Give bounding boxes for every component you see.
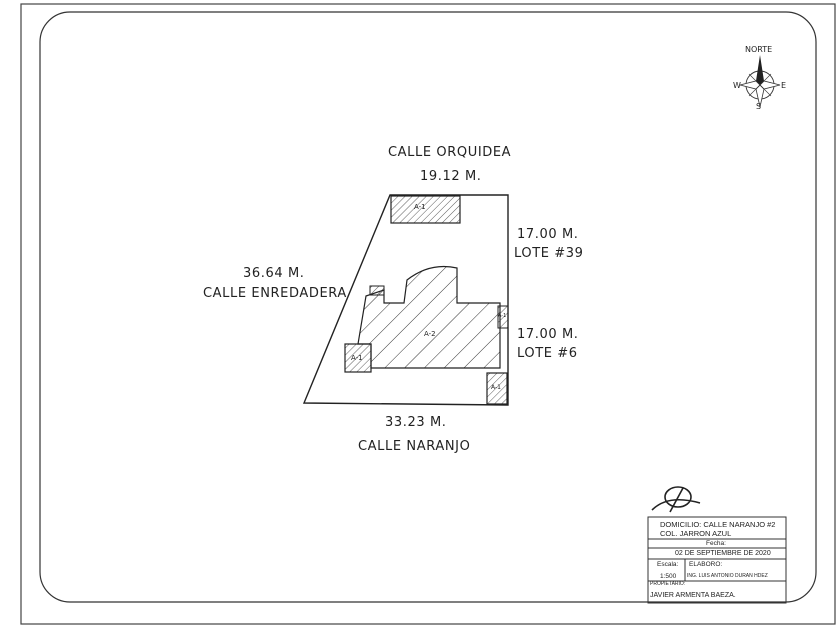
- area-a1-left-label: A-1: [351, 354, 363, 362]
- dimension-top-label: 19.12 M.: [420, 169, 482, 184]
- compass-north-label: NORTE: [745, 45, 773, 54]
- compass-rose-icon: [739, 55, 781, 108]
- title-block: [647, 516, 787, 604]
- neighbor-lower-label: LOTE #6: [517, 346, 578, 361]
- tb-elaboro-label: ELABORO:: [689, 561, 723, 568]
- dimension-bottom-label: 33.23 M.: [385, 415, 447, 430]
- tb-domicilio-line1: DOMICILIO: CALLE NARANJO #2: [660, 520, 776, 529]
- area-a1-bottom-right: [486, 372, 508, 405]
- street-bottom-label: CALLE NARANJO: [358, 439, 471, 454]
- outer-border: [20, 3, 836, 625]
- signature-logo-icon: [651, 486, 701, 513]
- street-left-label: CALLE ENREDADERA: [203, 286, 347, 301]
- area-a2-label: A-2: [424, 330, 436, 338]
- area-a1-right-label: A-1: [498, 313, 507, 319]
- tb-propietario-value: JAVIER ARMENTA BAEZA.: [650, 592, 736, 599]
- dimension-left-label: 36.64 M.: [243, 266, 305, 281]
- area-a2: [357, 265, 501, 369]
- tb-domicilio-line2: COL. JARRON AZUL: [660, 529, 732, 538]
- tb-elaboro-value: ING. LUIS ANTONIO DURAN HDEZ: [687, 573, 768, 579]
- tb-escala-label: Escala:: [657, 561, 679, 568]
- inner-frame: [39, 11, 817, 603]
- compass-east-label: E: [781, 81, 787, 90]
- tb-fecha-label: Fecha:: [706, 540, 726, 547]
- area-a1-bottom-right-label: A-1: [491, 384, 501, 391]
- area-a1-right: [497, 305, 509, 329]
- dimension-right-lower-label: 17.00 M.: [517, 327, 579, 342]
- area-entry: [369, 285, 385, 296]
- compass-south-label: S: [756, 102, 762, 111]
- dimension-right-upper-label: 17.00 M.: [517, 227, 579, 242]
- tb-escala-value: 1:500: [660, 573, 677, 580]
- area-a1-left: [344, 343, 372, 373]
- lot-outline: [302, 194, 509, 406]
- neighbor-upper-label: LOTE #39: [514, 246, 584, 261]
- compass-west-label: W: [733, 81, 741, 90]
- area-a1-top: [390, 195, 461, 224]
- tb-fecha-value: 02 DE SEPTIEMBRE DE 2020: [675, 550, 771, 557]
- street-top-label: CALLE ORQUIDEA: [388, 145, 512, 160]
- tb-propietario-label: PROPIETARIO:: [650, 581, 686, 587]
- area-a1-top-label: A-1: [414, 203, 426, 211]
